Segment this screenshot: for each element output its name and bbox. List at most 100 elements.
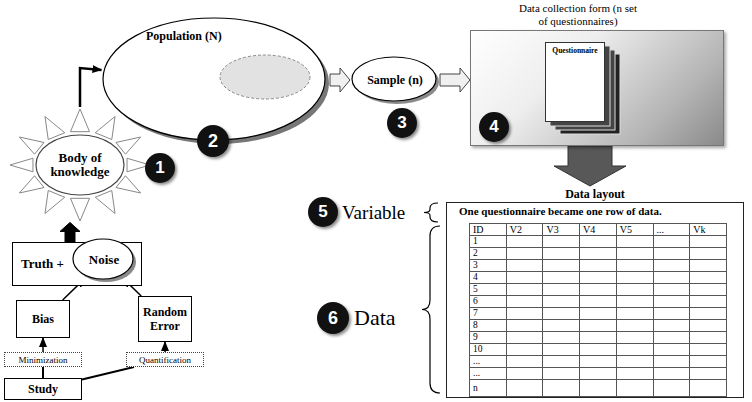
table-cell: V2 bbox=[506, 224, 543, 236]
block-arrow bbox=[330, 68, 350, 92]
empty-cell bbox=[543, 368, 580, 380]
node-text: Population (N) bbox=[146, 29, 222, 44]
empty-cell bbox=[690, 368, 727, 380]
empty-cell bbox=[616, 368, 653, 380]
empty-cell bbox=[616, 284, 653, 296]
table-cell: ... bbox=[653, 224, 690, 236]
callout-number: 2 bbox=[197, 125, 229, 157]
empty-cell bbox=[506, 248, 543, 260]
data-label: Data bbox=[354, 305, 396, 331]
variable-brace bbox=[424, 203, 438, 222]
table-cell: n bbox=[470, 380, 507, 397]
empty-cell bbox=[506, 380, 543, 397]
empty-cell bbox=[690, 248, 727, 260]
empty-cell bbox=[580, 368, 617, 380]
empty-cell bbox=[580, 248, 617, 260]
node-text: Data layout bbox=[446, 186, 744, 201]
empty-cell bbox=[543, 308, 580, 320]
empty-cell bbox=[543, 344, 580, 356]
empty-cell bbox=[580, 236, 617, 248]
empty-cell bbox=[653, 344, 690, 356]
table-cell: ... bbox=[470, 368, 507, 380]
empty-cell bbox=[690, 356, 727, 368]
empty-cell bbox=[653, 368, 690, 380]
table-cell: 1 bbox=[470, 236, 507, 248]
empty-cell bbox=[506, 320, 543, 332]
data-layout-table-panel: One questionnaire became one row of data… bbox=[446, 202, 744, 398]
table-cell: Vk bbox=[690, 224, 727, 236]
empty-cell bbox=[580, 356, 617, 368]
empty-cell bbox=[506, 284, 543, 296]
empty-cell bbox=[653, 380, 690, 397]
table-cell: V5 bbox=[616, 224, 653, 236]
empty-cell bbox=[690, 284, 727, 296]
node-text: Study bbox=[28, 382, 58, 397]
node-text: Truth + bbox=[13, 256, 64, 272]
empty-cell bbox=[506, 332, 543, 344]
node-text: Quantification bbox=[139, 355, 191, 365]
empty-cell bbox=[690, 380, 727, 397]
sample-ellipse: Sample (n) bbox=[350, 55, 440, 105]
table-cell: V3 bbox=[543, 224, 580, 236]
node-text: Bias bbox=[32, 312, 54, 327]
empty-cell bbox=[616, 248, 653, 260]
empty-cell bbox=[690, 308, 727, 320]
empty-cell bbox=[543, 272, 580, 284]
empty-cell bbox=[690, 260, 727, 272]
noise-ellipse: Noise bbox=[71, 237, 137, 283]
empty-cell bbox=[543, 380, 580, 397]
block-arrow bbox=[440, 68, 470, 92]
empty-cell bbox=[653, 284, 690, 296]
table-cell: 7 bbox=[470, 308, 507, 320]
empty-cell bbox=[543, 248, 580, 260]
caption-text: One questionnaire became one row of data… bbox=[447, 203, 743, 218]
empty-cell bbox=[543, 284, 580, 296]
table-cell: ... bbox=[470, 356, 507, 368]
empty-cell bbox=[580, 308, 617, 320]
down-block-arrow bbox=[554, 146, 626, 186]
callout-number: 3 bbox=[387, 108, 417, 138]
study-box: Study bbox=[4, 378, 82, 400]
empty-cell bbox=[653, 320, 690, 332]
table-cell: 2 bbox=[470, 248, 507, 260]
empty-cell bbox=[616, 320, 653, 332]
sample-region bbox=[220, 55, 310, 99]
node-text: Data collection form (n set of questionn… bbox=[516, 2, 640, 28]
arrow-line bbox=[42, 338, 44, 352]
empty-cell bbox=[506, 296, 543, 308]
empty-cell bbox=[506, 260, 543, 272]
empty-cell bbox=[653, 236, 690, 248]
node-text: Noise bbox=[89, 252, 119, 268]
empty-cell bbox=[580, 272, 617, 284]
empty-cell bbox=[616, 344, 653, 356]
table-cell: 3 bbox=[470, 260, 507, 272]
empty-cell bbox=[506, 344, 543, 356]
empty-cell bbox=[543, 332, 580, 344]
empty-cell bbox=[616, 272, 653, 284]
empty-cell bbox=[506, 308, 543, 320]
questionnaire-sheet: Questionnaire bbox=[545, 42, 605, 122]
quantification-box: Quantification bbox=[126, 352, 204, 367]
empty-cell bbox=[580, 296, 617, 308]
node-text: Questionnaire bbox=[546, 43, 604, 55]
node-text: Random Error bbox=[139, 305, 191, 333]
empty-cell bbox=[653, 296, 690, 308]
callout-number: 1 bbox=[145, 153, 175, 183]
table-cell: 9 bbox=[470, 332, 507, 344]
empty-cell bbox=[653, 356, 690, 368]
knowledge-starburst: Body of knowledge bbox=[8, 107, 152, 223]
empty-cell bbox=[506, 356, 543, 368]
node-text: Minimization bbox=[19, 355, 68, 365]
empty-cell bbox=[616, 260, 653, 272]
data-grid: IDV2V3V4V5...Vk12345678910......n bbox=[469, 223, 727, 397]
random-error-box: Random Error bbox=[138, 296, 192, 342]
empty-cell bbox=[653, 272, 690, 284]
data-layout-table: One questionnaire became one row of data… bbox=[446, 186, 744, 398]
truth-noise-box: Truth + Noise bbox=[12, 242, 142, 286]
empty-cell bbox=[653, 308, 690, 320]
variable-label: Variable bbox=[342, 201, 405, 224]
empty-cell bbox=[653, 260, 690, 272]
callout-number: 5 bbox=[308, 197, 338, 227]
empty-cell bbox=[543, 320, 580, 332]
